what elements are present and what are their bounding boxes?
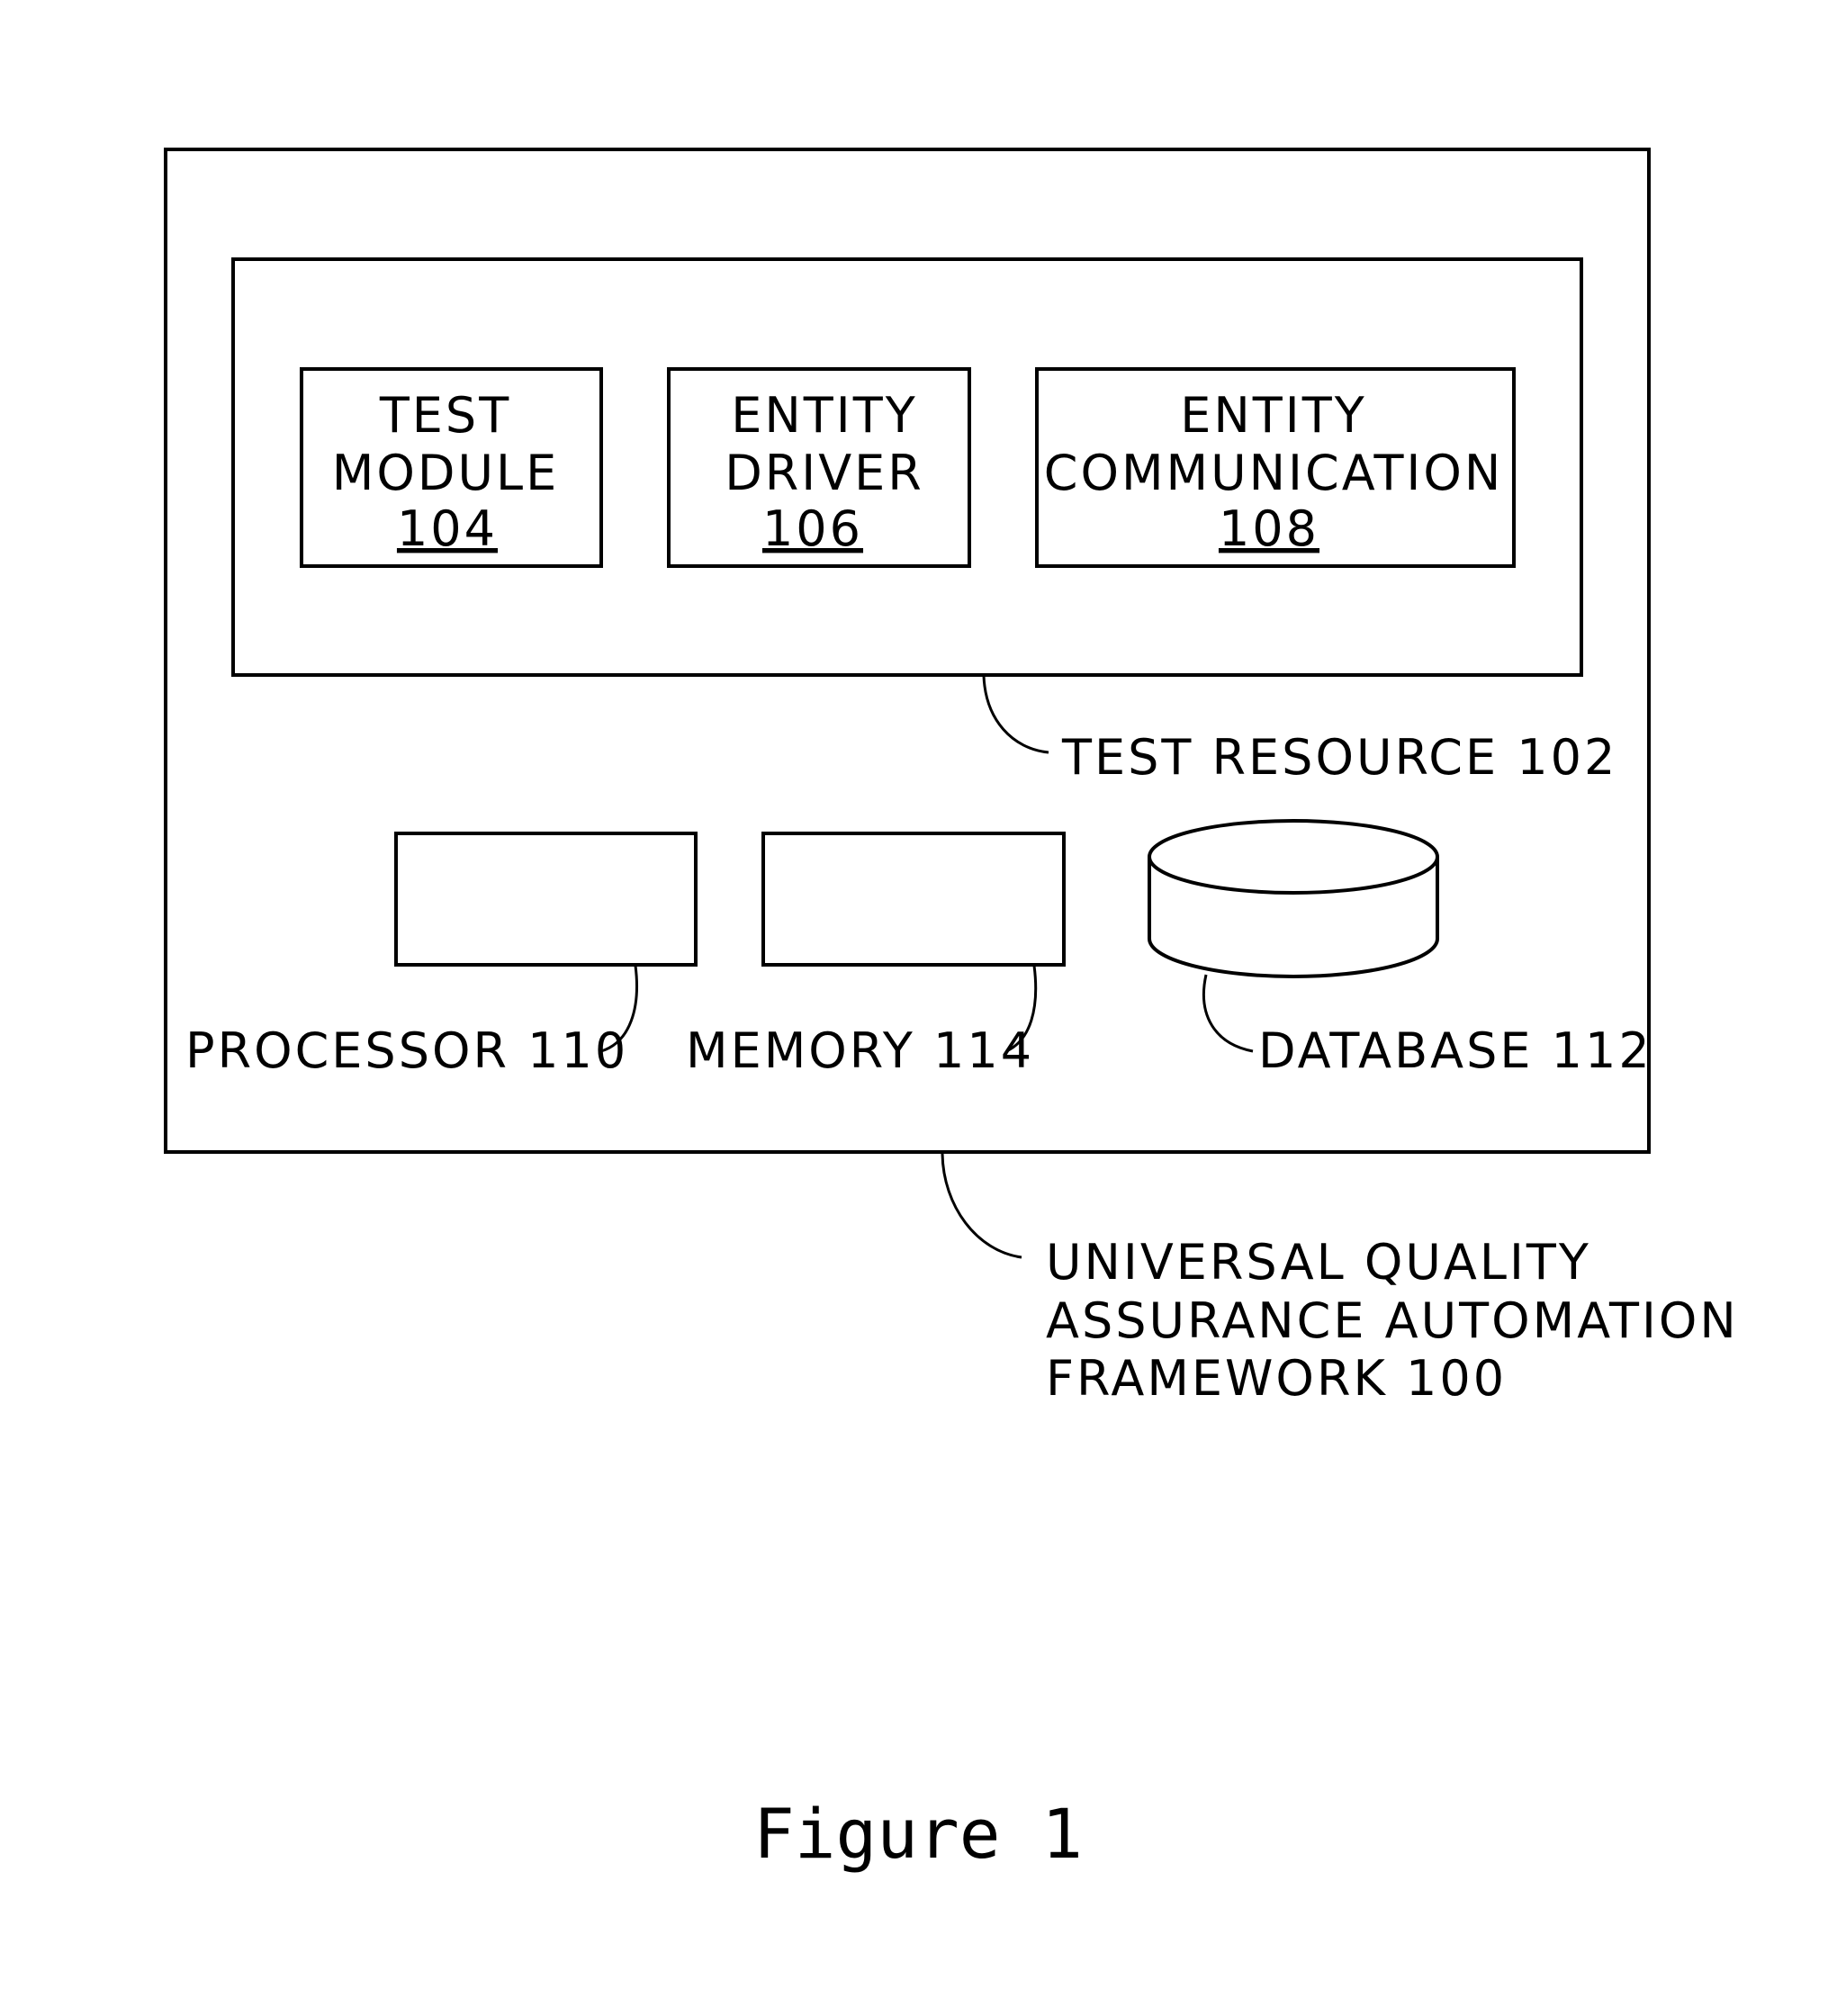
framework-label-line3: FRAMEWORK 100 — [1046, 1350, 1507, 1407]
entity-driver-label-line1: ENTITY — [731, 387, 917, 444]
database-top — [1149, 821, 1437, 893]
processor-label: PROCESSOR 110 — [185, 1022, 628, 1079]
test-module-label-line1: TEST — [379, 387, 511, 444]
test-resource-label: TEST RESOURCE 102 — [1061, 729, 1617, 786]
entity-communication-label-line2: COMMUNICATION — [1044, 445, 1504, 501]
memory-box — [763, 833, 1064, 965]
framework-label-line1: UNIVERSAL QUALITY — [1046, 1234, 1591, 1291]
memory-label: MEMORY 114 — [686, 1022, 1034, 1079]
framework-leader — [942, 1154, 1022, 1257]
test-module-label-line2: MODULE — [332, 445, 559, 501]
database-cylinder — [1149, 821, 1437, 976]
test-module-ref: 104 — [397, 500, 498, 557]
database-label: DATABASE 112 — [1258, 1022, 1652, 1079]
processor-box — [396, 833, 696, 965]
entity-communication-label-line1: ENTITY — [1180, 387, 1366, 444]
entity-driver-label-line2: DRIVER — [725, 445, 924, 501]
entity-driver-ref: 106 — [762, 500, 863, 557]
entity-communication-ref: 108 — [1219, 500, 1319, 557]
figure-caption: Figure 1 — [753, 1794, 1083, 1874]
framework-label-line2: ASSURANCE AUTOMATION — [1046, 1292, 1739, 1349]
